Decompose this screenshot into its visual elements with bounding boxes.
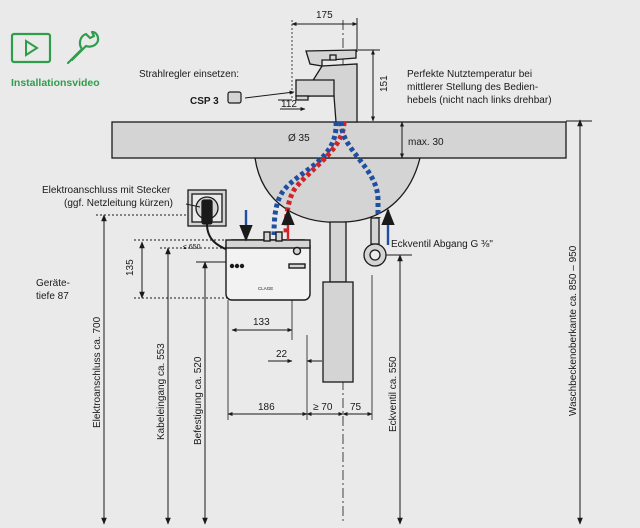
faucet xyxy=(295,49,358,123)
wrench-icon xyxy=(66,30,100,65)
socket-pointer xyxy=(185,203,201,208)
installationsvideo-label[interactable]: Installationsvideo xyxy=(11,77,100,89)
dim-kabeleingang: Kabeleingang ca. 553 xyxy=(156,343,167,440)
nutztemp-line-1: Perfekte Nutztemperatur bei xyxy=(407,69,532,80)
faucet-dimensions xyxy=(278,18,404,159)
dim-le650: ≤ 650 xyxy=(183,244,201,251)
elektro-line-1: Elektroanschluss mit Stecker xyxy=(42,185,171,196)
csp3-label: CSP 3 xyxy=(190,96,219,107)
dim-133: 133 xyxy=(253,317,270,328)
dim-22: 22 xyxy=(276,349,288,360)
dim-elektroanschluss: Elektroanschluss ca. 700 xyxy=(92,316,103,428)
play-icon[interactable] xyxy=(10,32,52,64)
dim-35: Ø 35 xyxy=(288,133,310,144)
washbasin-top xyxy=(111,121,567,159)
dim-max30: max. 30 xyxy=(408,137,444,148)
eckventil-abgang-label: Eckventil Abgang G ⅜" xyxy=(391,239,493,250)
strahlregler-label: Strahlregler einsetzen: xyxy=(139,69,239,80)
dim-135: 135 xyxy=(125,259,136,276)
dim-112: 112 xyxy=(281,99,297,110)
washbasin-bowl xyxy=(254,157,421,223)
power-socket xyxy=(187,189,229,251)
drain-pipe xyxy=(322,221,354,383)
dim-175: 175 xyxy=(316,10,333,21)
angle-valve xyxy=(363,217,387,267)
heater-dimensions xyxy=(227,328,373,416)
nutztemp-line-2: mittlerer Stellung des Bedien- xyxy=(407,82,538,93)
geraetetiefe-line-2: tiefe 87 xyxy=(36,291,69,302)
play-triangle-icon xyxy=(25,39,39,57)
heater-brand: CLAGE xyxy=(258,286,273,291)
dim-ge70: ≥ 70 xyxy=(313,402,333,413)
dim-151: 151 xyxy=(379,75,390,92)
elektro-line-2: (ggf. Netzleitung kürzen) xyxy=(64,198,173,209)
dim-75: 75 xyxy=(350,402,362,413)
dim-befestigung: Befestigung ca. 520 xyxy=(193,356,204,445)
dim-186: 186 xyxy=(258,402,275,413)
water-heater xyxy=(225,231,311,301)
nutztemp-line-3: hebels (nicht nach links drehbar) xyxy=(407,95,552,106)
dim-waschbecken: Waschbeckenoberkante ca. 850 – 950 xyxy=(568,245,579,416)
installationsvideo-link[interactable]: Installationsvideo xyxy=(10,30,100,89)
dim-eckventil: Eckventil ca. 550 xyxy=(388,356,399,432)
csp3-part xyxy=(227,91,242,104)
geraetetiefe-line-1: Geräte- xyxy=(36,278,70,289)
